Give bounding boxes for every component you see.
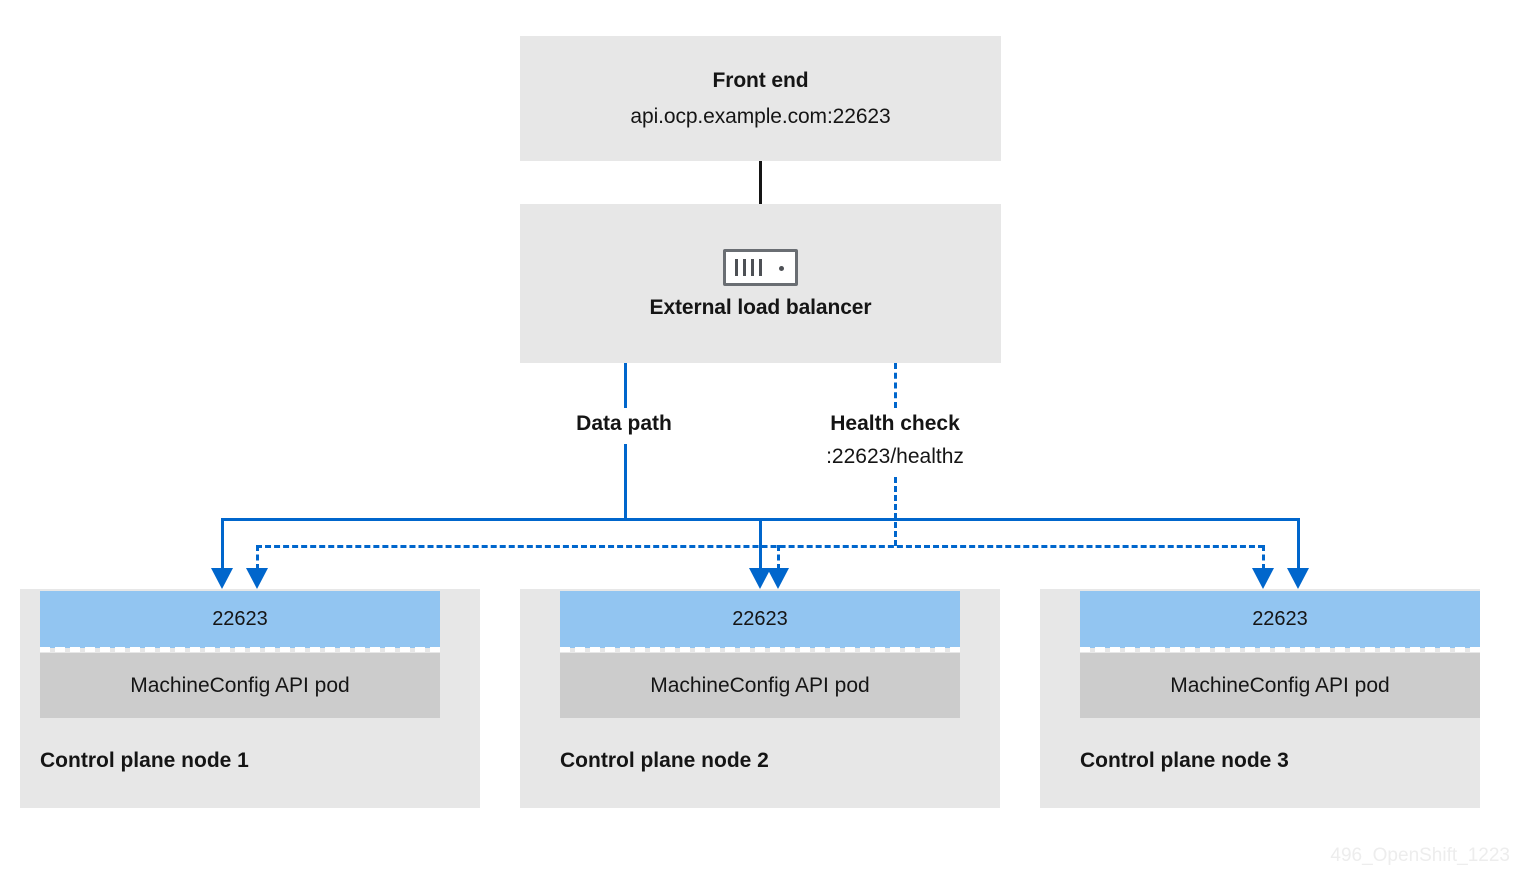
node-2-port: 22623 — [560, 591, 960, 648]
health-check-trunk-lower — [894, 477, 897, 546]
health-check-drop-node-1 — [256, 545, 259, 570]
node-3-pod: MachineConfig API pod — [1080, 653, 1480, 718]
health-check-detail: :22623/healthz — [826, 445, 964, 468]
health-check-trunk-upper — [894, 363, 897, 408]
health-check-arrow-node-3 — [1252, 568, 1274, 589]
load-balancer-box: External load balancer — [520, 204, 1001, 363]
data-path-drop-node-3 — [1297, 518, 1300, 570]
data-path-arrow-node-1 — [211, 568, 233, 589]
control-plane-node-1: 22623 MachineConfig API pod Control plan… — [20, 589, 480, 808]
node-2-pod: MachineConfig API pod — [560, 653, 960, 718]
node-1-name: Control plane node 1 — [40, 749, 249, 772]
data-path-drop-node-2 — [759, 518, 762, 570]
health-check-arrow-node-1 — [246, 568, 268, 589]
load-balancer-icon-bars — [735, 259, 762, 276]
node-3-port: 22623 — [1080, 591, 1480, 648]
health-check-label: Health check — [830, 412, 960, 435]
control-plane-node-2: 22623 MachineConfig API pod Control plan… — [520, 589, 1000, 808]
data-path-trunk-upper — [624, 363, 627, 408]
data-path-drop-node-1 — [221, 518, 224, 570]
health-check-arrow-node-2 — [767, 568, 789, 589]
load-balancer-icon — [723, 249, 798, 286]
control-plane-node-3: 22623 MachineConfig API pod Control plan… — [1040, 589, 1480, 808]
frontend-subtitle: api.ocp.example.com:22623 — [630, 105, 891, 128]
load-balancer-title: External load balancer — [649, 296, 872, 319]
frontend-title: Front end — [712, 69, 809, 92]
load-balancer-icon-dot — [779, 266, 784, 271]
frontend-box: Front end api.ocp.example.com:22623 — [520, 36, 1001, 161]
health-check-drop-node-3 — [1262, 545, 1265, 570]
node-2-separator — [560, 647, 960, 652]
watermark: 496_OpenShift_1223 — [1330, 845, 1510, 866]
node-1-port: 22623 — [40, 591, 440, 648]
node-3-name: Control plane node 3 — [1080, 749, 1289, 772]
data-path-arrow-node-3 — [1287, 568, 1309, 589]
node-2-name: Control plane node 2 — [560, 749, 769, 772]
data-path-label: Data path — [576, 412, 672, 435]
health-check-bus — [256, 545, 1264, 548]
node-1-separator — [40, 647, 440, 652]
node-3-separator — [1080, 647, 1480, 652]
node-1-pod: MachineConfig API pod — [40, 653, 440, 718]
health-check-drop-node-2 — [777, 545, 780, 570]
data-path-arrow-node-2 — [749, 568, 771, 589]
data-path-trunk-lower — [624, 444, 627, 520]
frontend-to-lb-connector — [759, 161, 762, 204]
